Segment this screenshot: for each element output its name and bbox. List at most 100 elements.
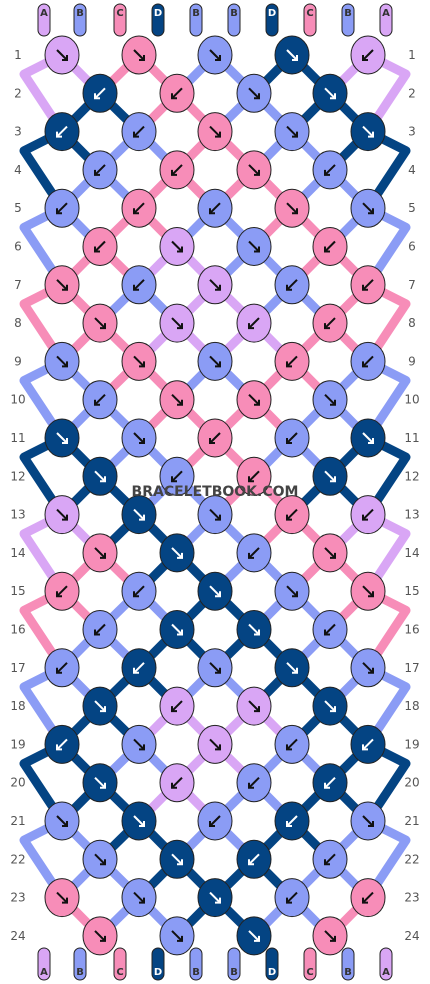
- row-number-right: 21: [404, 814, 419, 828]
- row-number-right: 14: [404, 546, 419, 560]
- arrow-head: [62, 361, 68, 368]
- knot-arrow-icon: [56, 891, 68, 904]
- row-number-left: 1: [14, 48, 22, 62]
- knot-arrow-icon: [133, 432, 145, 444]
- arrow-head: [215, 744, 221, 751]
- knot-arrow-icon: [209, 355, 221, 368]
- knot-arrow-icon: [248, 393, 260, 406]
- knot-arrow-icon: [209, 738, 221, 751]
- knot-arrow-icon: [324, 393, 336, 406]
- row-number-right: 12: [404, 469, 419, 483]
- arrow-head: [177, 323, 183, 330]
- arrow-head: [286, 821, 292, 827]
- knot-arrow-icon: [171, 776, 183, 789]
- row-number-left: 21: [10, 814, 25, 828]
- knot: [159, 73, 195, 113]
- knot: [197, 188, 233, 228]
- knot-arrow-icon: [248, 317, 260, 329]
- row-number-right: 8: [408, 316, 416, 330]
- arrow-head: [330, 399, 336, 406]
- knot: [197, 418, 233, 458]
- knot-arrow-icon: [171, 393, 183, 406]
- arrow-head: [139, 361, 145, 368]
- knot-arrow-icon: [324, 87, 336, 100]
- arrow-head: [171, 706, 177, 713]
- knot-arrow-icon: [248, 930, 260, 942]
- strand-bottom: D: [151, 947, 165, 981]
- knot: [159, 533, 195, 573]
- row-number-left: 6: [14, 240, 22, 254]
- arrow-head: [100, 552, 106, 559]
- knot: [312, 227, 348, 266]
- arrow-head: [324, 323, 330, 330]
- knot: [350, 495, 386, 535]
- knot: [236, 610, 272, 649]
- strand-letter: D: [268, 967, 276, 978]
- knot: [44, 418, 80, 458]
- knot: [274, 188, 310, 228]
- strand-letter: B: [230, 967, 238, 978]
- arrow-head: [215, 55, 221, 61]
- knot-arrow-icon: [56, 585, 68, 597]
- arrow-head: [286, 284, 292, 291]
- arrow-head: [368, 208, 374, 215]
- knot: [44, 571, 80, 611]
- knot: [236, 763, 272, 803]
- arrow-head: [248, 782, 254, 789]
- knot-arrow-icon: [171, 240, 183, 253]
- arrow-head: [177, 552, 183, 559]
- knot: [312, 839, 348, 879]
- knot: [236, 380, 272, 420]
- row-number-right: 6: [408, 240, 416, 254]
- row-number-left: 5: [14, 201, 22, 215]
- arrow-head: [100, 476, 106, 483]
- knot: [159, 916, 195, 956]
- arrow-head: [56, 208, 62, 215]
- knot-arrow-icon: [362, 585, 374, 597]
- knot: [44, 188, 80, 228]
- arrow-head: [330, 93, 336, 100]
- knot-arrow-icon: [171, 700, 183, 712]
- strand-top: A: [37, 3, 51, 37]
- knot: [274, 112, 310, 152]
- row-number-left: 9: [14, 354, 22, 368]
- arrow-head: [139, 897, 145, 904]
- strand-letter: B: [76, 8, 84, 19]
- knot: [350, 265, 386, 305]
- knot: [44, 112, 80, 152]
- arrow-head: [292, 131, 298, 138]
- arrow-head: [286, 361, 292, 368]
- strand-top: C: [303, 3, 317, 37]
- arrow-head: [215, 897, 221, 904]
- arrow-head: [324, 629, 330, 636]
- arrow-head: [56, 131, 62, 138]
- knot-arrow-icon: [171, 623, 183, 636]
- arrow-head: [292, 208, 298, 215]
- knot-arrow-icon: [94, 470, 106, 483]
- knot-arrow-icon: [94, 700, 106, 712]
- arrow-head: [286, 438, 292, 444]
- knot-arrow-icon: [324, 547, 336, 559]
- arrow-head: [362, 55, 368, 61]
- strand-letter: C: [116, 8, 123, 19]
- knot-arrow-icon: [324, 700, 336, 712]
- strand-letter: B: [192, 8, 200, 19]
- knot: [312, 686, 348, 726]
- knot: [121, 571, 157, 611]
- knot-arrow-icon: [56, 279, 68, 291]
- arrow-head: [133, 591, 139, 598]
- knot: [197, 265, 233, 305]
- arrow-head: [100, 782, 106, 789]
- arrow-head: [100, 935, 106, 942]
- knot-arrow-icon: [133, 891, 145, 904]
- arrow-head: [62, 821, 68, 827]
- arrow-head: [100, 859, 106, 866]
- row-number-right: 24: [404, 929, 419, 943]
- knot: [350, 112, 386, 152]
- knot: [82, 916, 118, 956]
- knot: [44, 724, 80, 764]
- knot: [236, 227, 272, 266]
- arrow-head: [177, 629, 183, 636]
- knot-grid: [44, 35, 386, 956]
